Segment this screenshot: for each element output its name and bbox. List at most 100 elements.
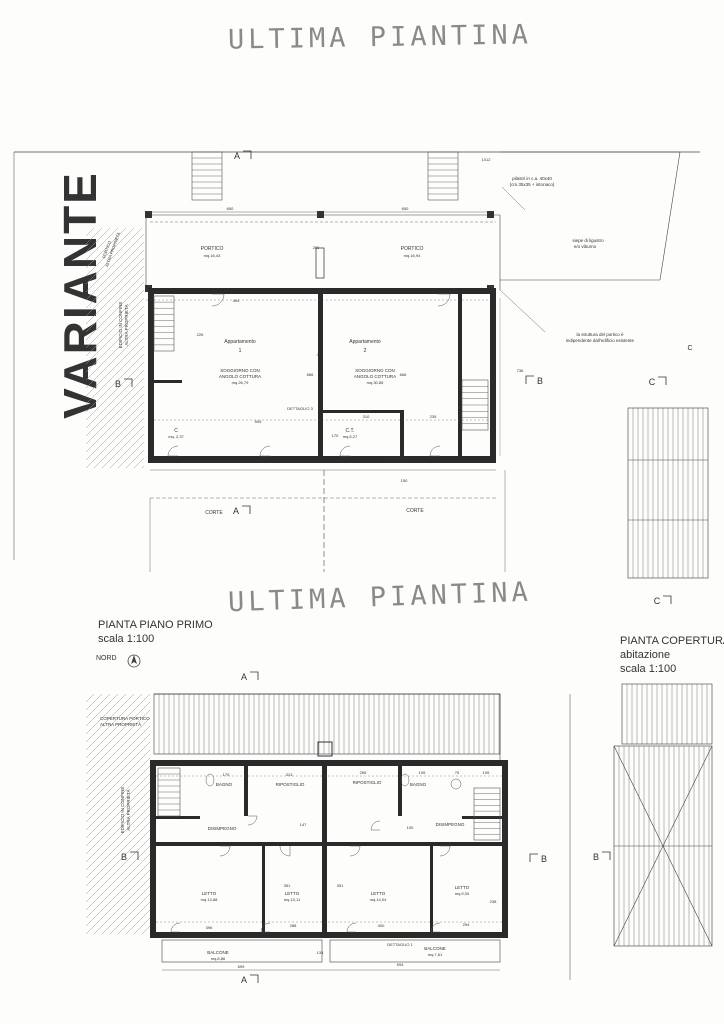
section-b-right: B: [537, 376, 543, 386]
diagonal-hatch: [101, 885, 151, 935]
balcony-left: [161, 939, 323, 963]
roof-other-label-2: ALTRA PROPRIETÀ: [100, 721, 141, 727]
diagonal-hatch: [85, 693, 103, 711]
diagonal-hatch: [85, 305, 145, 365]
dim-label-14: 226: [197, 332, 204, 337]
diagonal-hatch: [93, 877, 151, 935]
ff-door-6: [439, 845, 451, 857]
ff-wall-bed-right: [327, 842, 502, 846]
dim-label-5: 666: [307, 372, 314, 377]
structure-leader: [499, 289, 546, 333]
diagonal-hatch: [85, 401, 145, 461]
ff-section-a-bottom: A: [241, 975, 247, 985]
ff-wall-ripost2: [462, 816, 502, 819]
ff-section-b-right: B: [541, 854, 547, 864]
diagonal-hatch: [85, 281, 145, 341]
pillar-0: [145, 211, 152, 218]
diagonal-hatch: [125, 909, 151, 935]
neighbor-label-ff: EDIFICIO IN CONFINE: [120, 787, 125, 834]
roof-partial-top-outline: [627, 407, 709, 579]
wall-ct-side: [400, 410, 404, 456]
section-c-bottom: C: [654, 596, 661, 606]
ff-door-10: [430, 922, 441, 933]
diagonal-hatch: [85, 249, 145, 309]
diagonal-hatch: [85, 273, 145, 333]
dim-label-10: 736: [517, 368, 524, 373]
wall-ct: [323, 410, 403, 413]
diagonal-hatch: [133, 457, 145, 469]
roof-hatch-upper: [626, 684, 708, 744]
stair-inner-left: [153, 295, 175, 352]
door-2: [437, 293, 451, 307]
ff-wall-party: [322, 766, 327, 932]
diagonal-hatch: [85, 813, 151, 879]
ct1-area: mq. 2,37: [168, 434, 184, 439]
roof-plan-subtitle: abitazione: [620, 649, 671, 661]
ff-dim-label-12: 288: [290, 923, 297, 928]
first-floor-scale: scala 1:100: [98, 633, 155, 645]
balcony2-label: BALCONE: [424, 946, 446, 951]
ff-dim-label-5: 105: [483, 770, 490, 775]
ff-dim-label-0: 170: [223, 772, 230, 777]
ff-wall-ripost1: [156, 816, 200, 819]
diagonal-hatch: [85, 757, 151, 823]
structure-note-2: indipendente dall'edificio esistente: [566, 338, 635, 343]
ff-dim-label-4: 75: [455, 770, 460, 775]
diagonal-hatch: [85, 821, 151, 887]
roof-section-b-arrow: [602, 851, 611, 860]
porch-left-label: PORTICO: [201, 246, 224, 252]
lot-right: [659, 151, 681, 281]
ff-dim-label-1: 313: [286, 772, 293, 777]
ff-wall-bath2: [398, 766, 402, 816]
detail1-label: DETTAGLIO 1: [387, 942, 413, 947]
diagonal-hatch: [117, 901, 151, 935]
porch-roof-hatch: [158, 694, 500, 754]
ff-door-3: [219, 845, 231, 857]
diagonal-hatch: [85, 725, 151, 791]
section-c-bottom-arrow: [663, 595, 672, 604]
section-b-right-arrow: [525, 375, 534, 384]
north-label: NORD: [96, 655, 117, 662]
diagonal-hatch: [85, 853, 151, 919]
ripost2-label: RIPOSTIGLIO: [353, 780, 382, 785]
ff-door-1: [247, 815, 258, 826]
dim-label-11: 170: [332, 433, 339, 438]
diagonal-hatch: [85, 265, 145, 325]
porch-right-area: mq.16,94: [404, 253, 421, 258]
roof-hatch-upper-outline: [621, 683, 713, 745]
roof-plan-scale: scala 1:100: [620, 663, 677, 675]
ff-dim-label-14: 238: [490, 899, 497, 904]
diagonal-hatch: [109, 433, 145, 469]
dim-label-6: 666: [400, 372, 407, 377]
diagonal-hatch: [141, 465, 145, 469]
diagonal-hatch: [85, 313, 145, 373]
diagonal-hatch: [85, 227, 103, 245]
diagonal-hatch: [85, 227, 143, 285]
dim-label-7: 509: [255, 419, 262, 424]
diagonal-hatch: [117, 441, 145, 469]
pillars-note-2: (cm.35x35 + intonaco): [510, 182, 555, 187]
ff-section-b-left-arrow: [130, 851, 139, 860]
wall-top: [148, 288, 496, 294]
neighbor-hatch-bottom: [85, 693, 151, 935]
diagonal-hatch: [85, 321, 145, 381]
dis2-label: DISIMPEGNO: [436, 822, 465, 827]
diagonal-hatch: [85, 845, 151, 911]
ff-dim-label-3: 105: [419, 770, 426, 775]
ff-wall-bed-left: [156, 842, 326, 846]
ff-wall-left: [150, 760, 156, 938]
detail2-label: DETTAGLIO 2: [387, 458, 413, 463]
ff-dim-label-7: 100: [407, 825, 414, 830]
diagonal-hatch: [85, 717, 151, 783]
diagonal-hatch: [85, 861, 151, 927]
diagonal-hatch: [85, 805, 151, 871]
dim-label-3: 494: [233, 298, 240, 303]
diagonal-hatch: [85, 233, 145, 293]
diagonal-hatch: [85, 353, 145, 413]
door-1: [211, 293, 225, 307]
ff-dim-label-8: 351: [284, 883, 291, 888]
diagonal-hatch: [85, 369, 145, 429]
diagonal-hatch: [85, 797, 151, 863]
apt2-label: Appartamento: [349, 339, 381, 345]
